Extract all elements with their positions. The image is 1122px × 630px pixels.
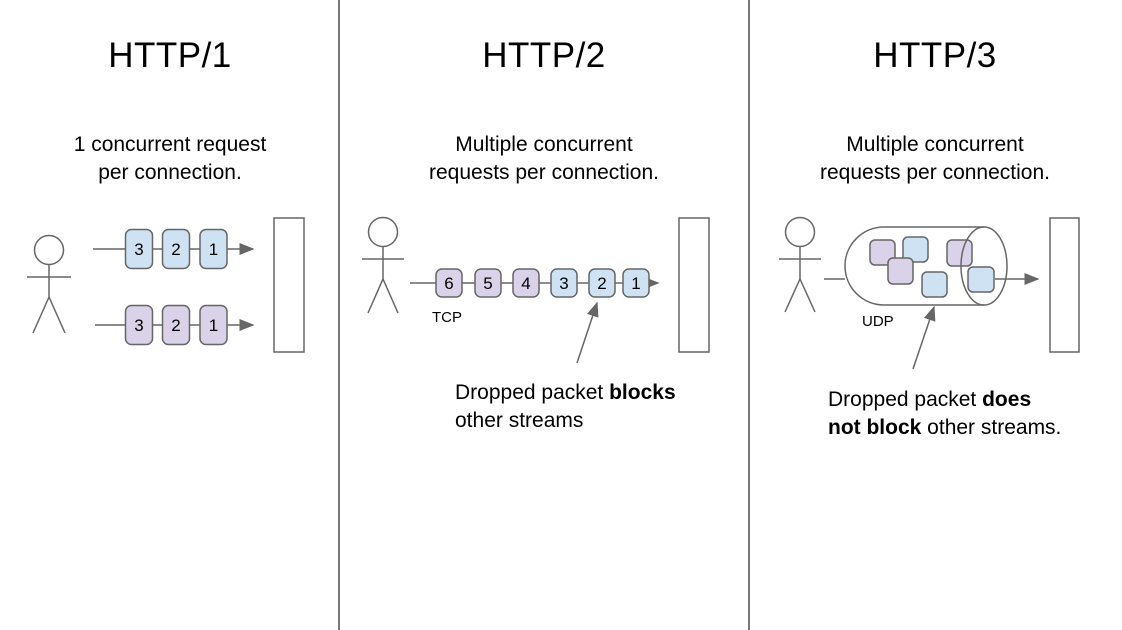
packet-label: 1 — [209, 240, 218, 259]
connection-row-1: 3 2 1 — [93, 228, 255, 270]
packet-label: 3 — [134, 240, 143, 259]
caption-text: other streams — [455, 409, 584, 432]
panel-http1: HTTP/1 1 concurrent request per connecti… — [0, 0, 340, 630]
packet-box — [902, 236, 929, 263]
caption-bold-text: blocks — [609, 381, 676, 404]
description-line: per connection. — [98, 161, 242, 184]
connection-row-2: 3 2 1 — [95, 304, 255, 346]
panel-http2-title: HTTP/2 — [482, 36, 606, 75]
packet-label: 2 — [171, 240, 180, 259]
description-line: 1 concurrent request — [73, 133, 267, 156]
http3-diagram: UDP — [779, 216, 1080, 370]
packet-box — [124, 304, 154, 346]
caption-bold-text: does — [982, 388, 1032, 411]
http1-diagram: 3 2 1 3 2 1 — [27, 217, 305, 353]
protocol-label-tcp: TCP — [432, 309, 462, 326]
server-box — [1049, 217, 1080, 353]
figure-head — [784, 216, 816, 248]
panel-http2-description: Multiple concurrent requests per connect… — [340, 131, 748, 187]
packet-label: 3 — [134, 316, 143, 335]
packet-label: 2 — [597, 274, 606, 293]
packet-box — [161, 304, 191, 346]
packet-box — [550, 268, 578, 298]
packet-box — [199, 228, 228, 270]
panel-divider — [338, 0, 340, 630]
packet-label: 5 — [483, 274, 492, 293]
caption-text: other streams. — [921, 416, 1062, 439]
pipe-packets — [869, 236, 973, 298]
packet-box — [161, 228, 191, 270]
description-line: requests per connection. — [429, 161, 659, 184]
packet-box — [124, 228, 154, 270]
panel-http1-title: HTTP/1 — [108, 36, 232, 75]
packet-box — [921, 271, 948, 298]
packet-label: 2 — [171, 316, 180, 335]
packet-box — [967, 266, 995, 293]
packet-label: 6 — [444, 274, 453, 293]
client-stick-figure — [27, 234, 71, 334]
panel-http3-description: Multiple concurrent requests per connect… — [748, 131, 1122, 187]
packet-box — [474, 268, 502, 298]
packet-box — [946, 239, 973, 267]
dropped-packet-pointer-arrow — [576, 301, 599, 364]
description-line: Multiple concurrent — [455, 133, 633, 156]
dropped-packet-pointer-arrow — [912, 305, 936, 370]
figure-head — [33, 234, 65, 266]
caption-bold-text: not block — [828, 416, 922, 439]
client-stick-figure — [362, 216, 404, 314]
figure-head — [367, 216, 399, 248]
packet-label: 1 — [631, 274, 640, 293]
server-box — [678, 217, 710, 353]
packet-box — [435, 268, 463, 298]
packet-label: 4 — [521, 274, 530, 293]
tcp-stream-row: 6 5 4 3 2 1 — [410, 268, 660, 298]
caption-text: Dropped packet — [455, 381, 610, 404]
panel-http3: HTTP/3 Multiple concurrent requests per … — [748, 0, 1122, 630]
panel-http3-title: HTTP/3 — [873, 36, 997, 75]
pipe-mouth-ellipse — [960, 226, 1008, 306]
panel-divider — [748, 0, 750, 630]
udp-pipe — [844, 226, 984, 306]
panel-http1-description: 1 concurrent request per connection. — [0, 131, 340, 187]
packet-box — [869, 239, 896, 266]
http3-caption: Dropped packet does not block other stre… — [828, 386, 1061, 442]
protocol-label-udp: UDP — [862, 313, 894, 330]
packet-box — [588, 268, 616, 298]
server-box — [273, 217, 305, 353]
description-line: requests per connection. — [820, 161, 1050, 184]
panel-http2: HTTP/2 Multiple concurrent requests per … — [340, 0, 748, 630]
packet-box — [199, 304, 228, 346]
packet-box — [622, 268, 650, 298]
http2-diagram: 6 5 4 3 2 1 TCP — [362, 216, 710, 364]
packet-box — [512, 268, 540, 298]
description-line: Multiple concurrent — [846, 133, 1024, 156]
client-stick-figure — [779, 216, 821, 313]
caption-text: Dropped packet — [828, 388, 983, 411]
packet-box — [887, 257, 914, 285]
packet-label: 3 — [559, 274, 568, 293]
packet-label: 1 — [209, 316, 218, 335]
http2-caption: Dropped packet blocks other streams — [455, 379, 676, 435]
